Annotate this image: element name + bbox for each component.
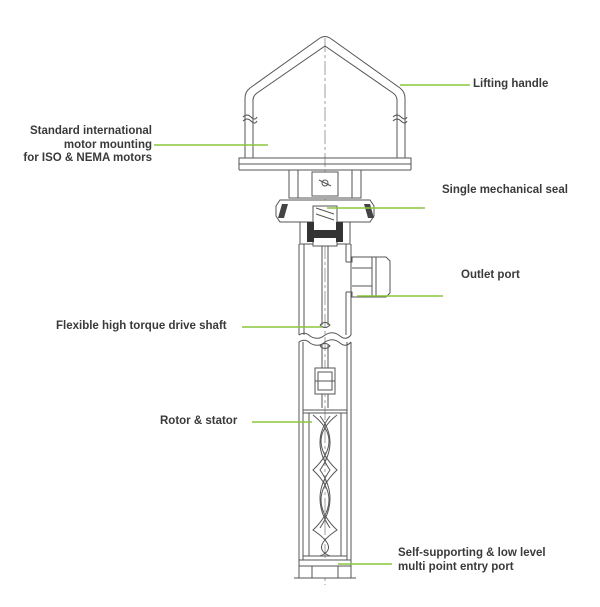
label-rotor-stator: Rotor & stator bbox=[160, 415, 238, 427]
motor-mounting-plate bbox=[238, 157, 412, 199]
outlet-port bbox=[346, 256, 391, 298]
lower-tube bbox=[298, 332, 352, 578]
entry-port bbox=[294, 559, 356, 579]
label-lifting-handle: Lifting handle bbox=[473, 78, 549, 90]
seal-housing bbox=[275, 171, 375, 247]
upper-tube bbox=[298, 244, 352, 335]
label-outlet-port: Outlet port bbox=[461, 269, 520, 281]
rotor-stator bbox=[303, 409, 347, 557]
label-drive-shaft: Flexible high torque drive shaft bbox=[56, 320, 227, 332]
lifting-handle bbox=[242, 36, 408, 158]
label-entry-port: Self-supporting & low level multi point … bbox=[398, 547, 546, 573]
label-motor-mounting: Standard international motor mounting fo… bbox=[23, 125, 152, 164]
label-mechanical-seal: Single mechanical seal bbox=[442, 184, 568, 196]
